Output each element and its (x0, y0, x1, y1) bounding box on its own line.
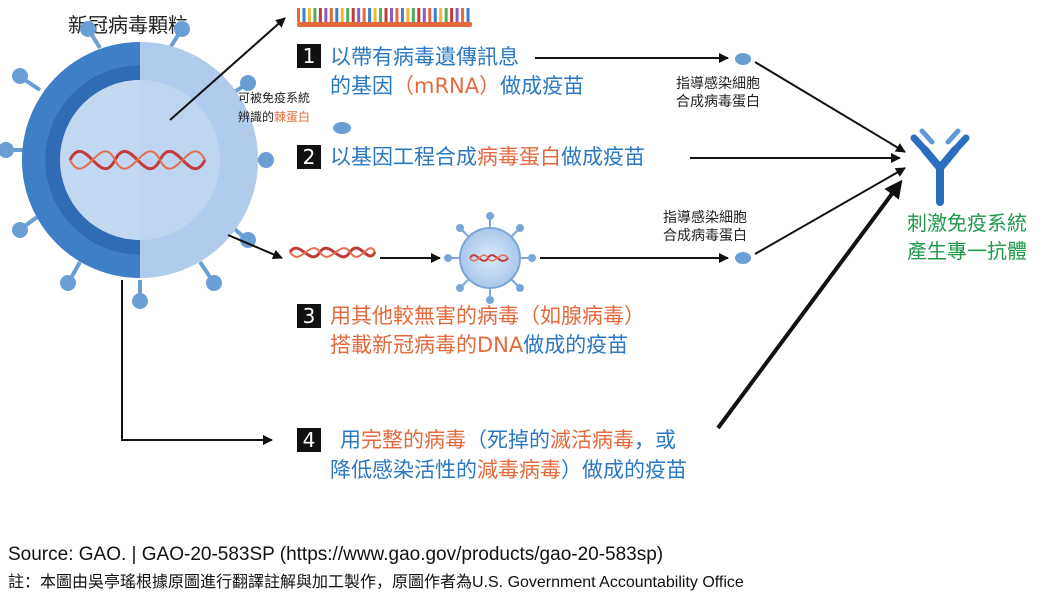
mrna-base (466, 8, 470, 22)
mrna-base (313, 8, 317, 22)
label-segment: 做成疫苗 (561, 145, 645, 169)
mrna-base (340, 8, 344, 22)
spike-protein-dot (333, 122, 351, 134)
arrow-protein1-to-antibody (754, 61, 906, 153)
mrna-base (357, 8, 361, 22)
mrna-base (450, 8, 454, 22)
label-segment: 做成疫苗 (500, 74, 584, 98)
label-segment: ）做成的疫苗 (561, 458, 687, 482)
label-segment: （mRNA） (393, 74, 500, 98)
step3-label-line2: 搭載新冠病毒的DNA做成的疫苗 (330, 333, 628, 357)
label-segment: 病毒蛋白 (477, 145, 561, 169)
antibody-icon (910, 128, 970, 206)
mrna-base (417, 8, 421, 22)
arrow-step4-to-antibody (716, 179, 903, 430)
adenovirus-icon (444, 212, 536, 304)
label-segment: 完整的病毒 (361, 428, 466, 452)
arrow-virus-to-mrna (169, 17, 286, 121)
mrna-base (329, 8, 333, 22)
mrna-backbone (297, 22, 472, 27)
label-segment: 降低感染活性的 (330, 458, 477, 482)
label-segment: ，或 (634, 428, 676, 452)
mrna-strip-icon (297, 8, 472, 27)
label-segment: 用 (340, 428, 361, 452)
label-segment: 以帶有病毒遺傳訊息 (330, 45, 519, 69)
label-segment: 滅活病毒 (550, 428, 634, 452)
guide-note-2-line2: 合成病毒蛋白 (663, 228, 747, 244)
label-segment: 減毒病毒 (477, 458, 561, 482)
protein-dot-2 (735, 252, 751, 264)
step1-label-line1: 以帶有病毒遺傳訊息 (330, 45, 519, 69)
mrna-base (411, 8, 415, 22)
mrna-base (444, 8, 448, 22)
dna-helix-icon (288, 246, 377, 259)
spike-note-line2: 辨識的棘蛋白 (238, 109, 310, 124)
label-segment: （死掉的 (466, 428, 550, 452)
step2-number: 2 (303, 145, 316, 169)
mrna-base (297, 8, 301, 22)
guide-note-1-line1: 指導感染細胞 (676, 75, 760, 92)
result-line2: 產生專一抗體 (907, 239, 1027, 263)
footer-source: Source: GAO. | GAO-20-583SP (https://www… (8, 544, 663, 565)
mrna-base (307, 8, 311, 22)
guide-note-1-line2: 合成病毒蛋白 (676, 94, 760, 110)
mrna-base (422, 8, 426, 22)
step3-label-line1: 用其他較無害的病毒（如腺病毒） (330, 304, 645, 328)
mrna-base (439, 8, 443, 22)
mrna-base (461, 8, 465, 22)
result-line1: 刺激免疫系統 (907, 211, 1027, 235)
protein-dot-1 (735, 53, 751, 65)
mrna-base (428, 8, 432, 22)
label-segment: 搭載新冠病毒的DNA (330, 333, 524, 357)
arrow-virus-to-dna (227, 234, 283, 260)
arrow-protein2-to-antibody (754, 167, 906, 255)
label-segment: 以基因工程合成 (330, 145, 477, 169)
virus-particle (0, 21, 274, 309)
step3-number: 3 (303, 304, 316, 328)
label-segment: 用其他較無害的病毒（如腺病毒） (330, 304, 645, 328)
mrna-base (335, 8, 339, 22)
mrna-base (324, 8, 328, 22)
step4-label-line1: 用完整的病毒（死掉的滅活病毒，或 (340, 428, 676, 452)
step4-label-line2: 降低感染活性的減毒病毒）做成的疫苗 (330, 458, 687, 482)
mrna-base (302, 8, 306, 22)
mrna-base (318, 8, 322, 22)
arrow-virus-to-step4 (121, 280, 273, 445)
mrna-base (346, 8, 350, 22)
mrna-base (368, 8, 372, 22)
step1-number: 1 (303, 44, 316, 68)
label-segment: 的基因 (330, 74, 393, 98)
step4-number-box (297, 428, 321, 452)
label-segment: 做成的疫苗 (523, 333, 628, 357)
step3-number-box (297, 304, 321, 328)
mrna-base (362, 8, 366, 22)
footer-note: 註：本圖由吳亭瑤根據原圖進行翻譯註解與加工製作，原圖作者為U.S. Govern… (8, 573, 744, 591)
step4-number: 4 (303, 428, 316, 452)
mrna-base (406, 8, 410, 22)
mrna-base (351, 8, 355, 22)
step2-number-box (297, 145, 321, 169)
guide-note-2-line1: 指導感染細胞 (663, 209, 747, 226)
mrna-base (395, 8, 399, 22)
mrna-base (373, 8, 377, 22)
mrna-base (379, 8, 383, 22)
spike-note-line1: 可被免疫系統 (238, 90, 310, 105)
mrna-base (400, 8, 404, 22)
mrna-base (384, 8, 388, 22)
step2-label: 以基因工程合成病毒蛋白做成疫苗 (330, 145, 645, 169)
step1-label-line2: 的基因（mRNA）做成疫苗 (330, 74, 584, 98)
mrna-base (389, 8, 393, 22)
mrna-base (433, 8, 437, 22)
step1-number-box (297, 44, 321, 68)
mrna-base (455, 8, 459, 22)
